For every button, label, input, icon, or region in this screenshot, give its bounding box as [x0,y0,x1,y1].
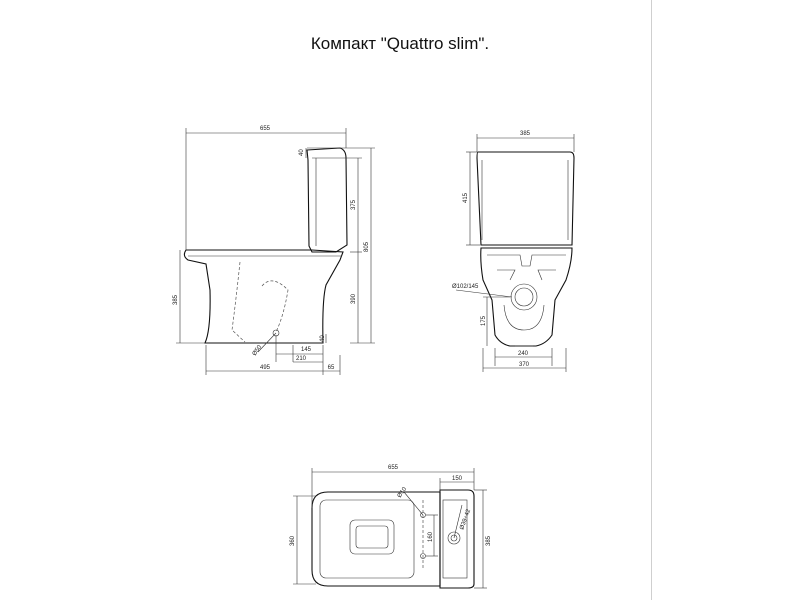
dim-side-length: 655 [260,126,271,132]
dim-top-left-width: 360 [290,535,296,546]
dim-front-outlet-height: 175 [481,315,487,326]
front-cistern-outline [476,151,575,246]
top-inlet-outer [447,531,461,545]
side-cistern-outline [306,147,348,253]
front-outlet-inner [514,287,534,307]
dim-side-offset-b: 210 [296,356,307,362]
dim-side-bowl-height: 385 [173,294,179,305]
dim-front-pipe-diameter: Ø102/145 [452,284,479,290]
dim-side-base-length: 495 [260,365,271,371]
dim-side-outlet-height: 390 [351,293,357,304]
dim-side-outlet-small: 40 [320,335,326,342]
dim-top-inlet-diameter: Ø39÷42 [459,508,472,531]
dim-side-cistern-height: 375 [351,199,357,210]
dim-side-offset-a: 145 [301,347,312,353]
dim-top-hole-spacing: 160 [428,531,434,542]
dim-side-outlet-diameter: Ø50 [252,344,264,357]
dim-top-right-width: 385 [486,535,492,546]
top-seat-outline [311,491,441,587]
dim-front-base-inner: 240 [518,351,529,357]
dim-top-hole-diameter: Ø10 [397,486,409,499]
top-view: 655 150 Ø10 160 Ø39÷42 360 [290,465,492,589]
top-hole-lower [420,553,426,559]
side-view: 655 40 375 390 805 385 40 [173,126,375,375]
front-view: 385 415 Ø102/145 175 240 370 [452,131,575,372]
front-bowl-outline [480,247,573,347]
dim-side-back-offset: 65 [328,365,335,371]
dim-top-length: 655 [388,465,399,471]
top-seat-lid [319,499,415,579]
dim-top-cistern-depth: 150 [452,476,463,482]
dim-front-base-outer: 370 [519,362,530,368]
dim-side-total-height: 805 [364,241,370,252]
dim-side-cistern-top: 40 [299,149,305,156]
page-margin-line [651,0,652,600]
side-bowl-outline [183,249,344,344]
top-seat-hinge-plate [349,519,395,555]
dim-front-cistern-height: 415 [463,192,469,203]
side-hidden-trap-a [231,261,246,343]
side-hidden-trap-b [261,280,289,333]
dim-front-width: 385 [520,131,531,137]
top-inlet-inner [450,534,458,542]
top-cistern-outline [439,489,475,589]
page-title: Компакт "Quattro slim". [310,34,490,53]
